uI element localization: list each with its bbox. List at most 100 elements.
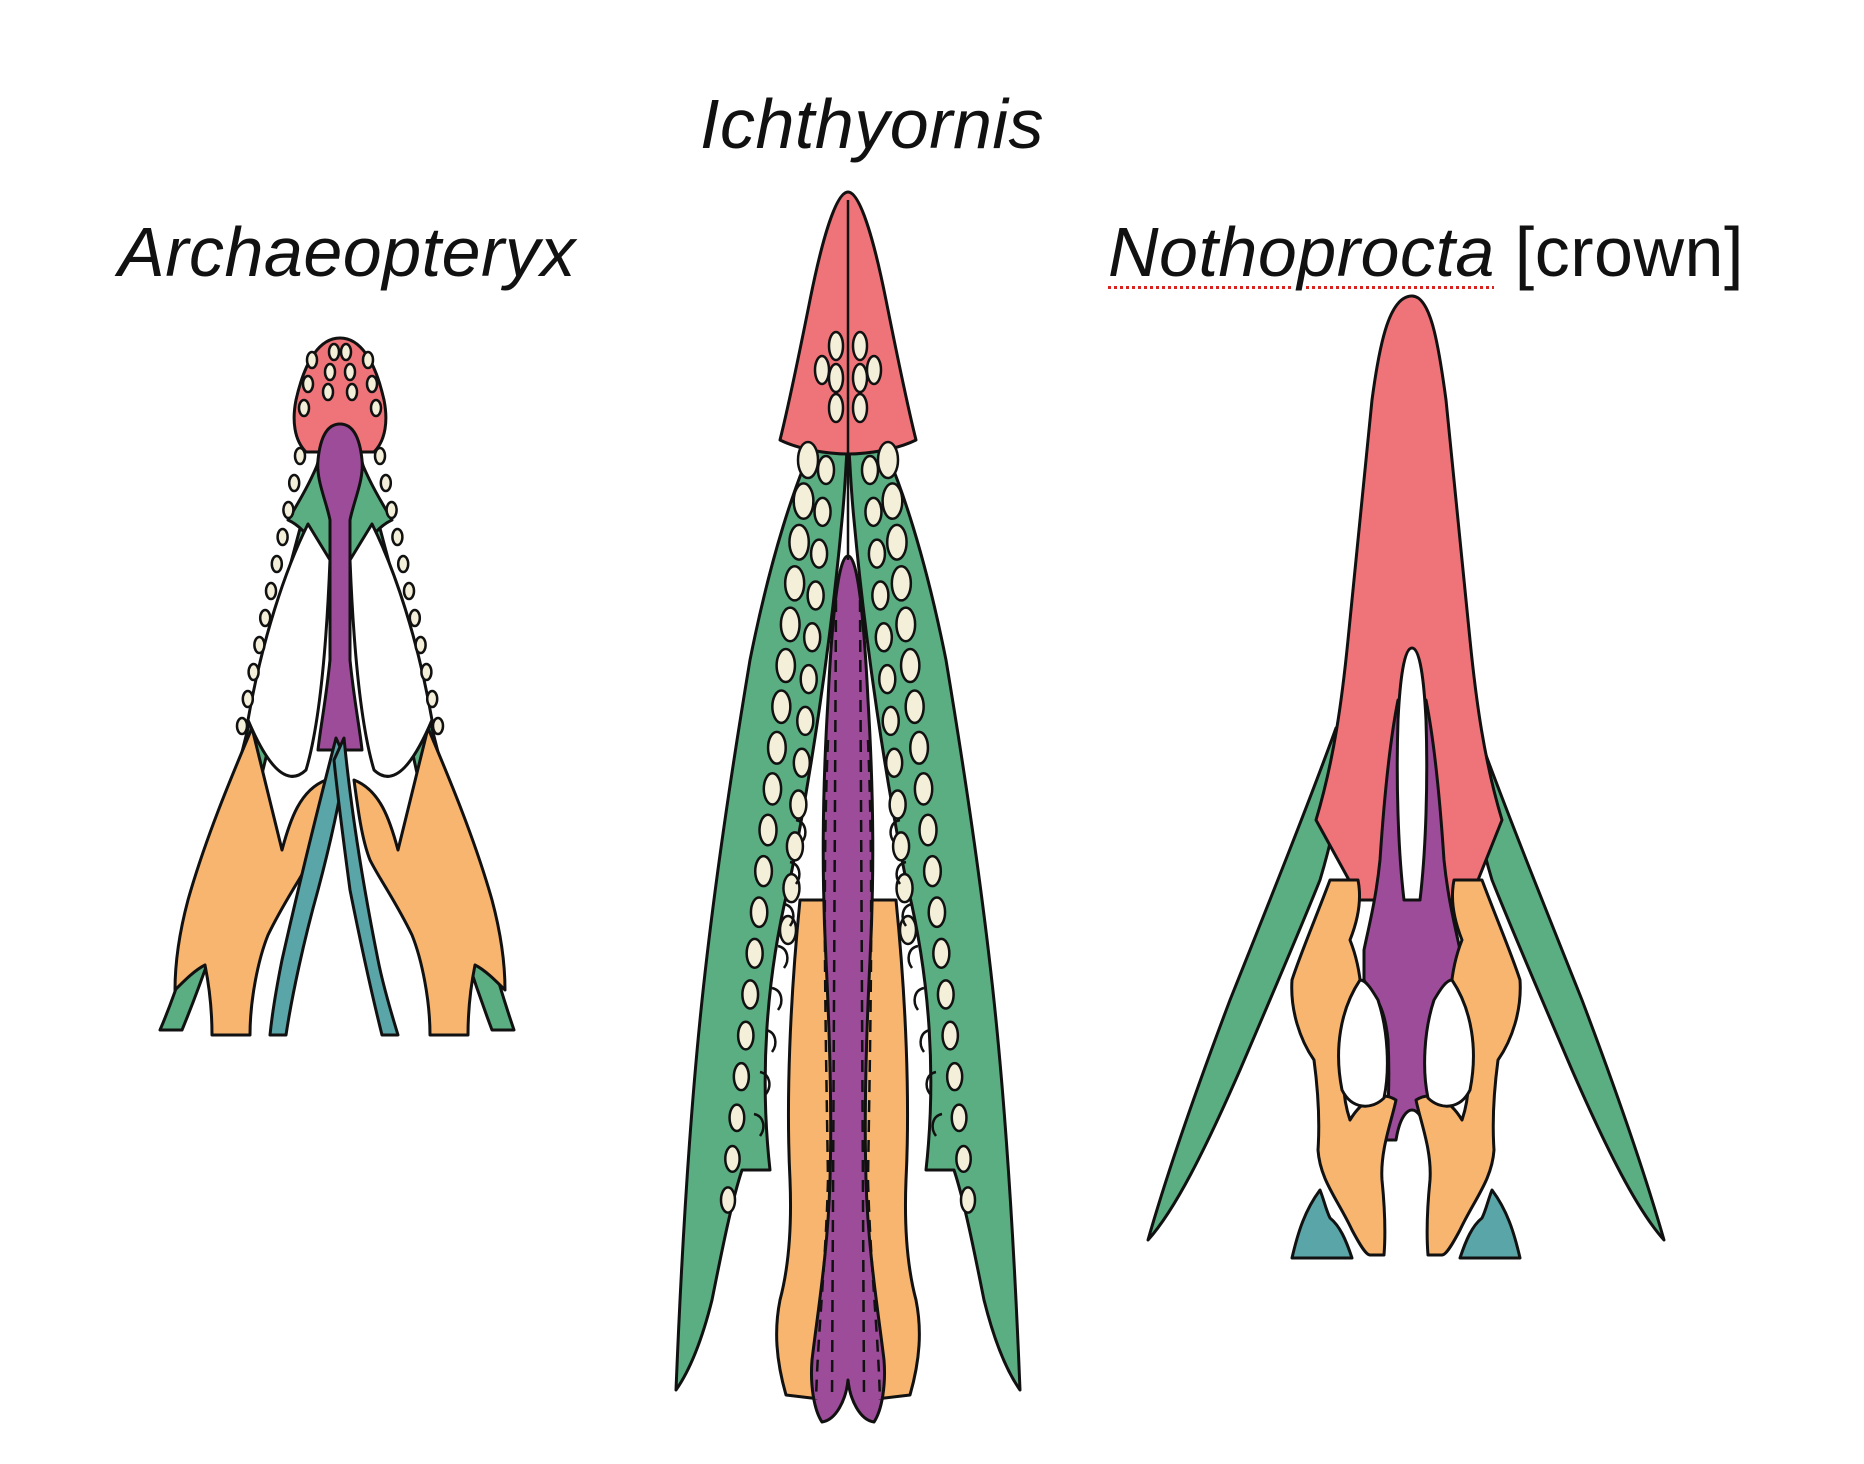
- label-nothoprocta-text: Nothoprocta: [1108, 213, 1495, 291]
- ich-maxilla-tooth: [771, 689, 792, 725]
- ich-replacement-tooth: [931, 1112, 943, 1137]
- ich-maxilla-tooth: [918, 813, 938, 847]
- ich-replacement-tooth: [753, 1112, 765, 1137]
- ich-maxilla-tooth: [796, 440, 820, 480]
- ich-premax-tooth: [827, 330, 845, 362]
- label-ichthyornis: Ichthyornis: [700, 84, 1044, 164]
- arch-premax-tooth: [345, 382, 359, 402]
- ich-dash-right: [858, 599, 866, 1401]
- ich-maxilla-tooth: [753, 854, 774, 888]
- ich-inner-tooth: [867, 538, 887, 569]
- ich-inner-tooth: [891, 831, 911, 862]
- ich-teeth: [719, 330, 977, 1214]
- ich-inner-tooth: [782, 872, 801, 904]
- ich-dash-right-outer: [866, 739, 882, 1401]
- ich-inner-tooth: [799, 663, 818, 695]
- ich-premax-tooth: [865, 354, 883, 386]
- arch-premax-tooth: [301, 374, 315, 394]
- ich-maxilla-tooth: [895, 606, 917, 643]
- noth-maxilla-left: [1146, 726, 1352, 1242]
- arch-palatine-left: [173, 726, 328, 1037]
- ich-premax-tooth: [813, 354, 831, 386]
- arch-maxilla-tooth: [391, 527, 404, 547]
- ich-replacement-tooth: [759, 1070, 771, 1095]
- ich-maxilla-tooth: [762, 772, 783, 806]
- arch-maxilla-tooth: [420, 662, 433, 682]
- arch-premax-tooth: [321, 382, 335, 402]
- ich-maxilla-tooth: [732, 1061, 751, 1092]
- ich-replacement-tooth: [925, 1070, 937, 1095]
- ich-maxilla-tooth: [955, 1144, 972, 1174]
- ich-replacement-tooth: [895, 860, 907, 885]
- ich-inner-tooth: [888, 789, 907, 820]
- ich-maxilla-tooth: [775, 647, 797, 684]
- ich-maxilla-tooth: [927, 896, 947, 929]
- ich-maxilla-tooth: [749, 896, 769, 929]
- noth-maxilla-right: [1460, 726, 1666, 1242]
- label-archaeopteryx-text: Archaeopteryx: [118, 213, 576, 291]
- arch-maxilla-tooth: [258, 608, 272, 628]
- ich-replacement-tooth: [783, 902, 795, 927]
- ich-maxilla-tooth: [959, 1186, 977, 1214]
- ich-maxilla-tooth: [741, 979, 760, 1010]
- ich-inner-tooth: [796, 705, 815, 737]
- arch-premax-tooth: [343, 362, 357, 382]
- arch-palatine-right: [352, 726, 507, 1037]
- arch-vomer-left: [268, 736, 348, 1037]
- arch-maxilla-tooth: [425, 689, 439, 709]
- noth-opening-left: [1337, 978, 1389, 1108]
- ich-dash-left-outer: [814, 739, 830, 1401]
- label-archaeopteryx: Archaeopteryx: [118, 212, 576, 292]
- arch-premax-tooth: [305, 350, 319, 370]
- ich-replacement-tooth: [907, 944, 919, 969]
- label-nothoprocta: Nothoprocta [crown]: [1108, 212, 1744, 292]
- ich-replacement-tooth: [765, 1028, 777, 1053]
- ich-inner-tooth: [809, 538, 829, 569]
- ich-replacement-tooth: [919, 1028, 931, 1053]
- ich-maxilla-tooth: [941, 1020, 960, 1051]
- ich-premax-tooth: [827, 392, 845, 424]
- ich-inner-tooth: [881, 705, 900, 737]
- ich-inner-tooth: [806, 580, 825, 611]
- ich-maxilla-tooth: [890, 564, 913, 602]
- ich-maxilla-tooth: [766, 730, 787, 765]
- ich-maxilla-tooth: [950, 1103, 968, 1133]
- ich-maxilla-tooth: [922, 854, 943, 888]
- ich-inner-tooth: [878, 663, 897, 695]
- ich-replacement-tooth: [795, 818, 807, 843]
- arch-premax-tooth: [327, 342, 341, 362]
- ich-maxilla-tooth: [779, 606, 801, 643]
- label-ichthyornis-text: Ichthyornis: [700, 85, 1044, 163]
- label-nothoprocta-suffix: [crown]: [1514, 213, 1744, 291]
- ich-inner-tooth: [864, 496, 883, 528]
- ich-maxilla-tooth: [885, 523, 908, 561]
- arch-premax-tooth: [369, 398, 383, 418]
- arch-maxilla-tooth: [379, 473, 393, 493]
- ich-inner-tooth: [792, 747, 812, 778]
- ich-maxilla-tooth: [909, 730, 930, 765]
- arch-maxilla-tooth: [264, 581, 278, 601]
- ich-inner-tooth: [884, 747, 904, 778]
- arch-maxilla-tooth: [270, 554, 284, 574]
- noth-pterygoid-right: [1458, 1188, 1522, 1260]
- ich-replacement-tooth: [889, 818, 901, 843]
- arch-maxilla-tooth: [276, 527, 289, 547]
- ich-maxilla-tooth: [745, 937, 764, 969]
- ich-inner-tooth: [860, 454, 880, 486]
- ich-dash-left: [830, 599, 838, 1401]
- ich-replacement-tooth: [777, 944, 789, 969]
- arch-maxilla-tooth: [414, 635, 427, 655]
- arch-maxilla-tooth: [385, 500, 398, 520]
- ich-maxilla-tooth: [728, 1103, 746, 1133]
- ichthyornis-snout: [674, 190, 1022, 1424]
- archaeopteryx-snout: [158, 336, 516, 1037]
- arch-maxilla-tooth: [293, 446, 307, 466]
- ich-maxilla-tooth: [904, 689, 925, 725]
- arch-maxilla-tooth: [402, 581, 416, 601]
- ich-inner-tooth: [874, 622, 894, 653]
- ich-premax-tooth: [851, 330, 869, 362]
- arch-maxilla-tooth: [287, 473, 301, 493]
- ich-replacement-tooth: [771, 986, 783, 1011]
- ich-inner-tooth: [895, 872, 914, 904]
